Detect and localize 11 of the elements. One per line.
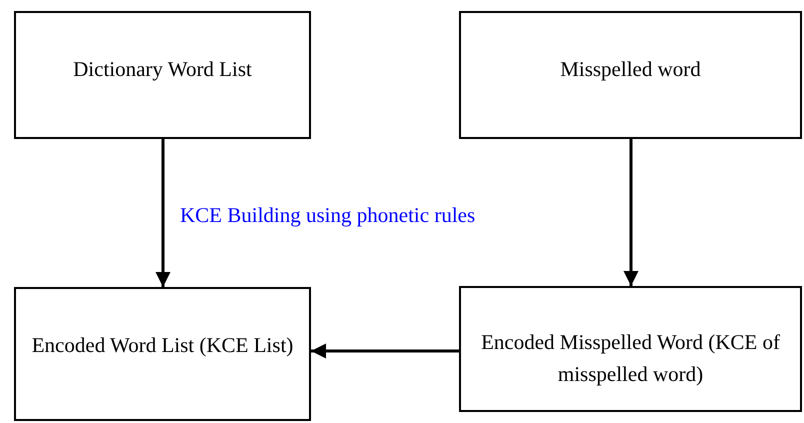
process-box xyxy=(459,286,802,412)
box-text: Dictionary Word List xyxy=(72,56,253,83)
box-text: Encoded Misspelled Word (KCE of misspelled word) xyxy=(480,329,781,388)
arrow xyxy=(311,344,459,358)
box-text: Encoded Word List (KCE List) xyxy=(30,332,294,359)
arrow xyxy=(624,139,638,286)
arrow xyxy=(156,139,170,287)
process-box xyxy=(14,11,311,139)
process-box xyxy=(14,287,311,421)
box-text: Misspelled word xyxy=(559,56,702,83)
process-box xyxy=(459,11,802,139)
